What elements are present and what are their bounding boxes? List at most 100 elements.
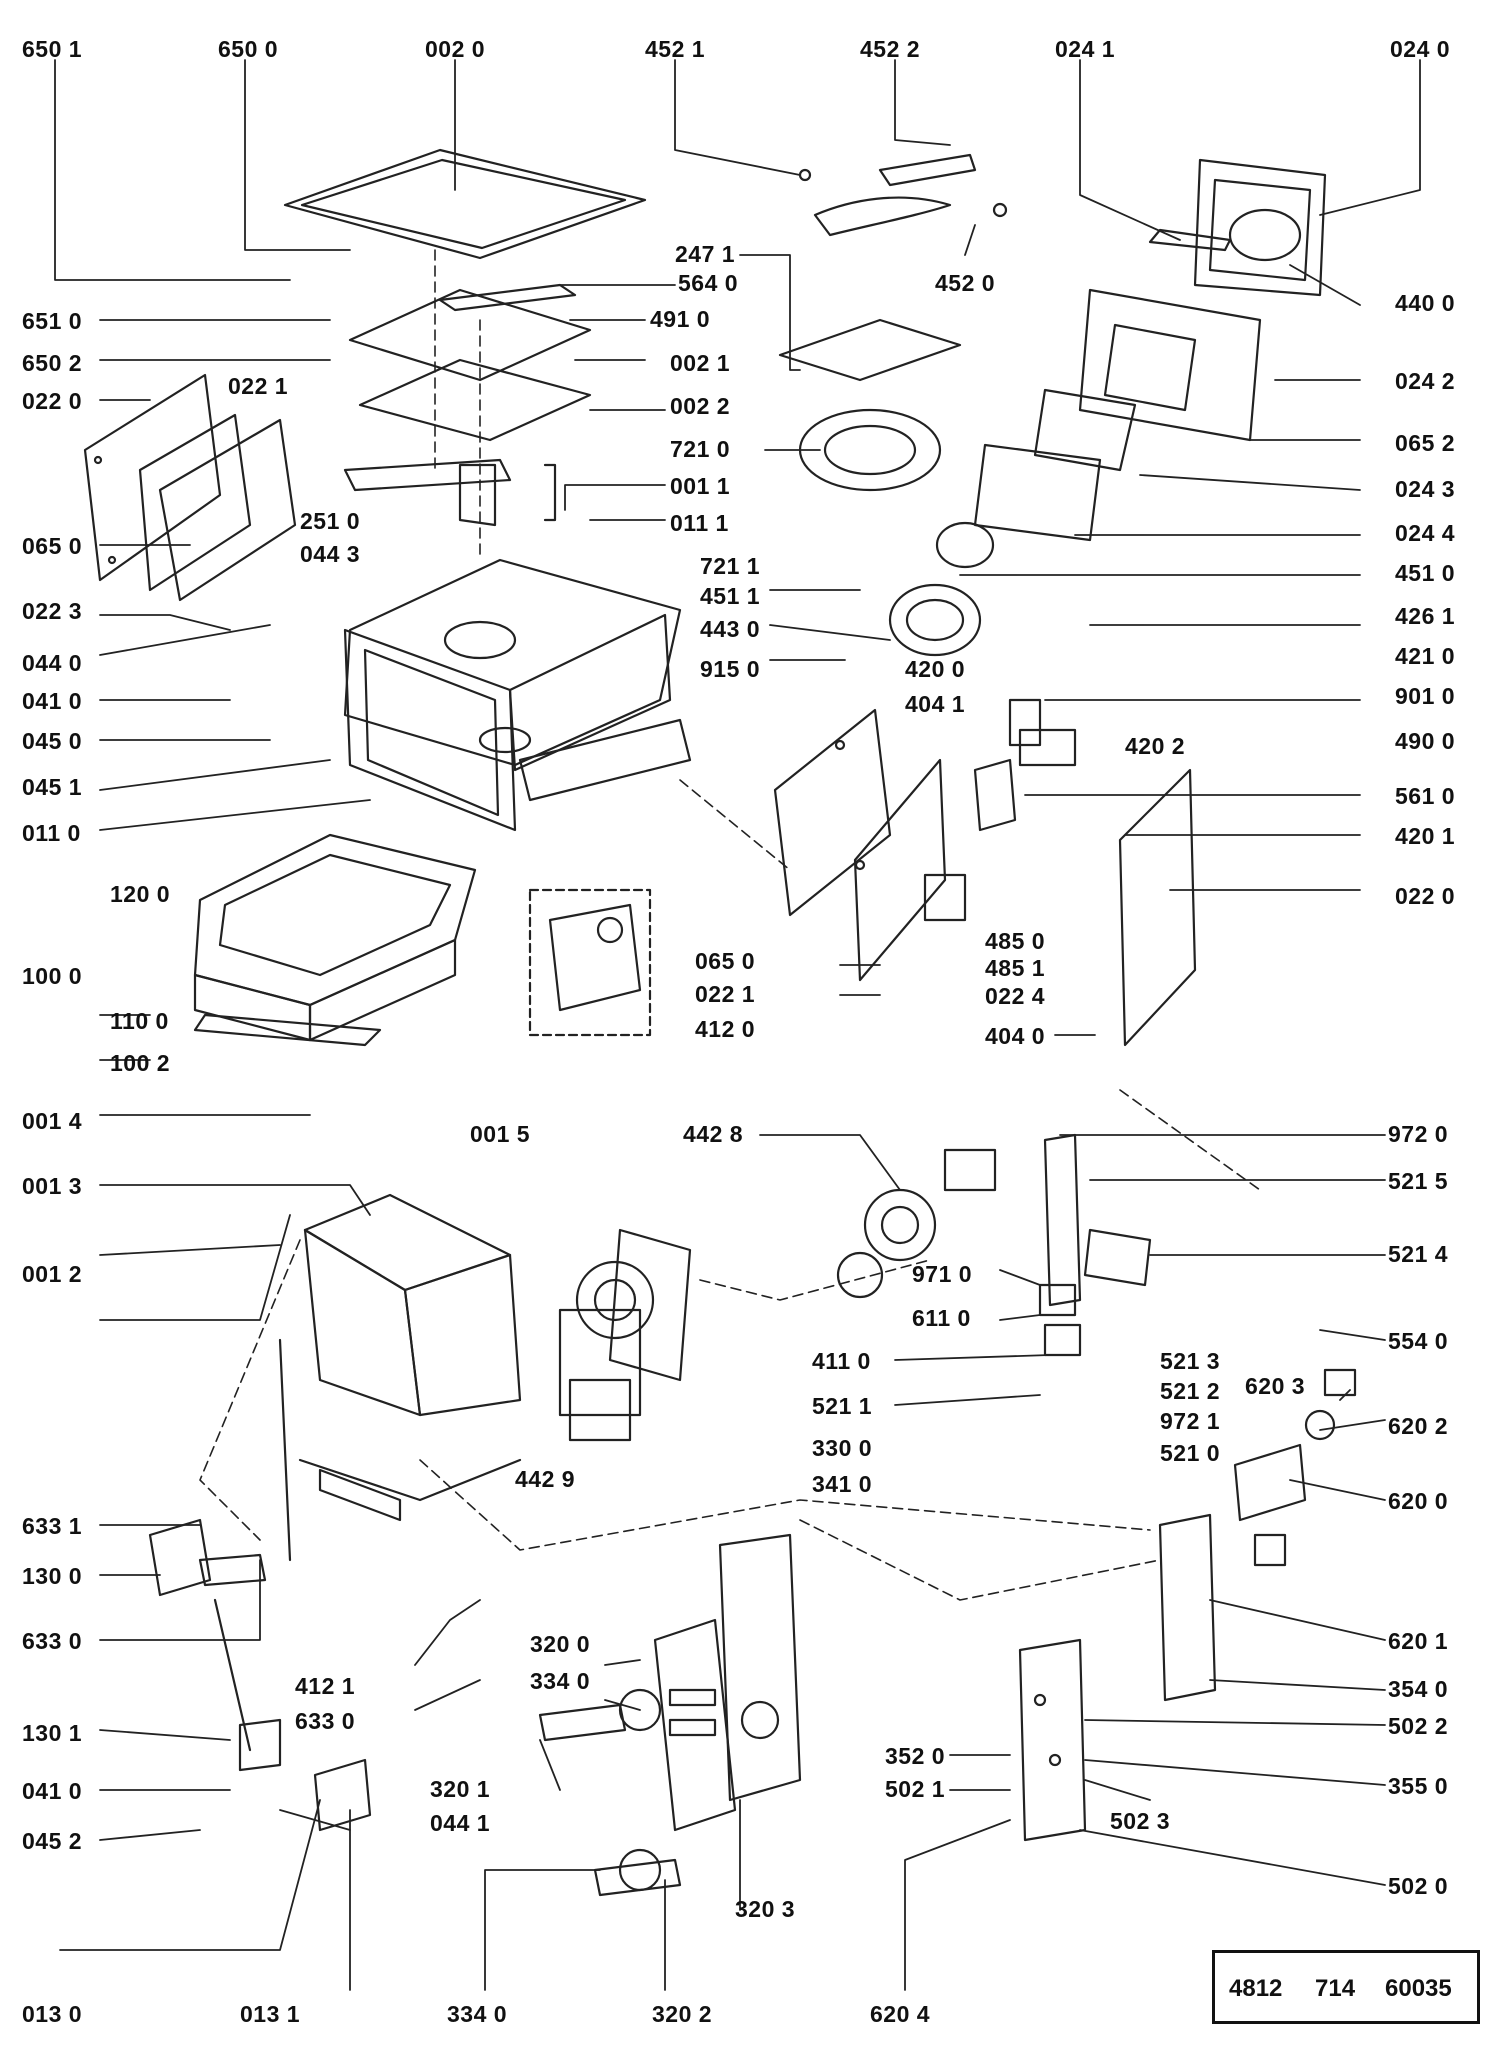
part-label: 411 0 (812, 1348, 871, 1374)
leader-lines (54, 59, 1421, 1991)
part-label: 022 0 (1395, 883, 1456, 909)
part-label: 915 0 (700, 656, 761, 682)
oven-door-part (193, 833, 477, 1047)
part-label: 013 1 (240, 2001, 301, 2027)
part-label: 022 0 (22, 388, 83, 414)
part-label: 334 0 (447, 2001, 508, 2027)
part-label: 024 3 (1395, 476, 1456, 502)
relay-part (548, 903, 642, 1012)
display-board-part (1018, 1513, 1217, 1842)
part-label: 633 1 (22, 1513, 83, 1539)
part-label: 130 0 (22, 1563, 83, 1589)
part-label: 485 0 (985, 928, 1046, 954)
part-label: 502 1 (885, 1776, 946, 1802)
part-label: 001 1 (670, 473, 731, 499)
part-label: 633 0 (22, 1628, 83, 1654)
part-label: 024 0 (1390, 36, 1451, 62)
part-label: 521 5 (1388, 1168, 1449, 1194)
part-label: 412 0 (695, 1016, 756, 1042)
part-label: 521 3 (1160, 1348, 1221, 1374)
part-label: 001 3 (22, 1173, 83, 1199)
part-label: 355 0 (1388, 1773, 1449, 1799)
figure-number-box: 4812 714 60035 (1212, 1950, 1480, 2024)
part-label: 443 0 (700, 616, 761, 642)
part-label: 490 0 (1395, 728, 1456, 754)
part-label: 611 0 (912, 1305, 971, 1331)
part-label: 502 2 (1388, 1713, 1449, 1739)
side-panel-right-part (773, 708, 1197, 1047)
part-label: 420 0 (905, 656, 966, 682)
part-label: 502 3 (1110, 1808, 1171, 1834)
part-label: 002 2 (670, 393, 731, 419)
part-label: 521 1 (812, 1393, 873, 1419)
control-panel-part (618, 1533, 802, 1892)
top-panel-part (283, 148, 647, 260)
part-label: 320 3 (735, 1896, 796, 1922)
figure-number-part: 4812 (1229, 1975, 1283, 2002)
part-label: 452 1 (645, 36, 706, 62)
part-label: 334 0 (530, 1668, 591, 1694)
part-label: 011 0 (22, 820, 81, 846)
part-label: 442 9 (515, 1466, 576, 1492)
part-label: 440 0 (1395, 290, 1456, 316)
part-label: 561 0 (1395, 783, 1456, 809)
part-label: 521 2 (1160, 1378, 1221, 1404)
figure-number-part: 714 (1315, 1975, 1356, 2002)
part-label: 341 0 (812, 1471, 873, 1497)
part-label: 100 0 (22, 963, 83, 989)
part-label: 502 0 (1388, 1873, 1449, 1899)
relay-box-part (528, 888, 652, 1037)
part-label: 620 4 (870, 2001, 931, 2027)
part-label: 404 0 (985, 1023, 1046, 1049)
part-label: 044 0 (22, 650, 83, 676)
rear-panel-part (1148, 158, 1327, 297)
part-label: 564 0 (678, 270, 739, 296)
part-label: 044 3 (300, 541, 361, 567)
part-label: 620 0 (1388, 1488, 1449, 1514)
part-label: 045 0 (22, 728, 83, 754)
part-label: 721 1 (700, 553, 761, 579)
part-label: 451 0 (1395, 560, 1456, 586)
rear-plate-part (973, 288, 1262, 542)
figure-number-part: 60035 (1385, 1975, 1452, 2002)
part-label: 620 3 (1245, 1373, 1306, 1399)
part-label: 412 1 (295, 1673, 356, 1699)
stirrer-plate-part (778, 318, 962, 492)
part-label: 650 0 (218, 36, 279, 62)
part-label: 452 2 (860, 36, 921, 62)
part-label: 651 0 (22, 308, 83, 334)
part-label: 022 4 (985, 983, 1046, 1009)
part-label: 120 0 (110, 881, 171, 907)
part-label: 320 1 (430, 1776, 491, 1802)
cover-panel-part (348, 283, 592, 442)
part-label: 022 1 (695, 981, 756, 1007)
part-label: 972 1 (1160, 1408, 1221, 1434)
part-label: 420 1 (1395, 823, 1456, 849)
part-label: 002 0 (425, 36, 486, 62)
part-label: 620 1 (1388, 1628, 1449, 1654)
assembly-dashed-lines (199, 249, 1261, 1601)
part-label: 521 4 (1388, 1241, 1449, 1267)
blower-part (836, 1148, 997, 1299)
part-label: 491 0 (650, 306, 711, 332)
part-label: 352 0 (885, 1743, 946, 1769)
part-label: 320 2 (652, 2001, 713, 2027)
part-label: 354 0 (1388, 1676, 1449, 1702)
grill-element-part (798, 153, 1008, 237)
part-label: 024 2 (1395, 368, 1456, 394)
fan-ring-part (888, 521, 995, 657)
part-label: 100 2 (110, 1050, 171, 1076)
part-label: 024 1 (1055, 36, 1116, 62)
transformer-part (923, 698, 1077, 922)
part-label: 041 0 (22, 688, 83, 714)
part-label: 620 2 (1388, 1413, 1449, 1439)
part-label: 011 1 (670, 510, 729, 536)
chassis-frame-part (278, 1193, 522, 1562)
oven-cavity-part (343, 558, 692, 832)
part-label: 426 1 (1395, 603, 1456, 629)
part-label: 901 0 (1395, 683, 1456, 709)
part-label: 420 2 (1125, 733, 1186, 759)
switch-bracket-part (1038, 1133, 1152, 1357)
